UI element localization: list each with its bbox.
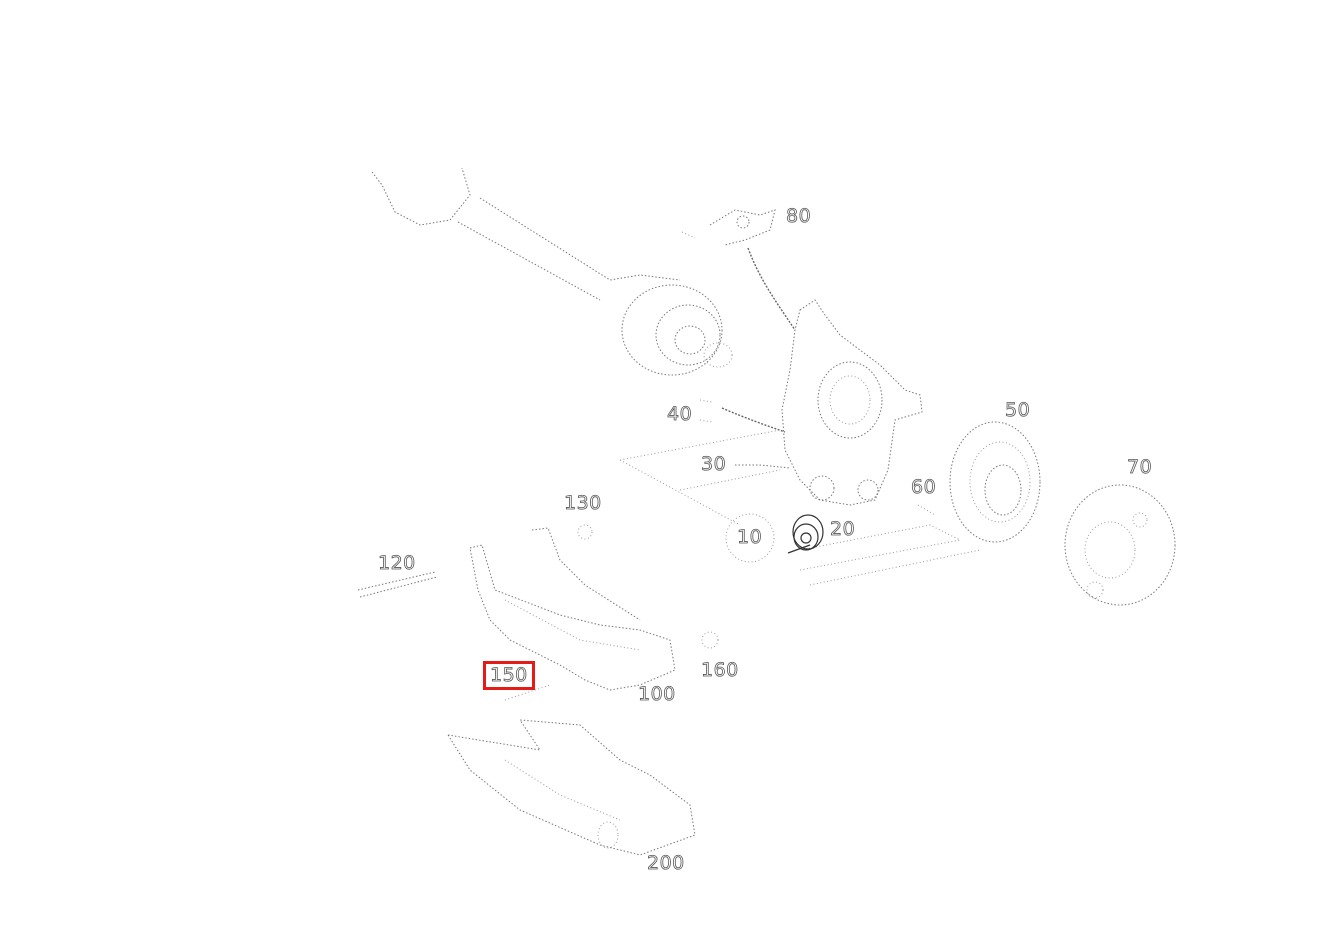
callout-100[interactable]: 100: [638, 683, 676, 705]
hub-50-drawing: [917, 421, 1041, 543]
disc-70-drawing: [1064, 484, 1176, 606]
callout-20[interactable]: 20: [830, 518, 856, 540]
bracket-80-drawing: [681, 209, 796, 469]
bushing-20-drawing: [787, 514, 824, 554]
callout-30[interactable]: 30: [701, 453, 727, 475]
callout-130[interactable]: 130: [564, 492, 602, 514]
callout-50[interactable]: 50: [1005, 399, 1031, 421]
knuckle-drawing: [781, 299, 923, 506]
callout-40[interactable]: 40: [667, 403, 693, 425]
callout-60[interactable]: 60: [911, 476, 937, 498]
callout-200[interactable]: 200: [647, 852, 685, 874]
callout-150-selected[interactable]: 150: [483, 661, 535, 690]
callout-160[interactable]: 160: [701, 659, 739, 681]
callout-70[interactable]: 70: [1127, 456, 1153, 478]
control-arm-100-drawing: [469, 524, 719, 691]
drive-shaft-drawing: [371, 167, 733, 376]
bolt-120-drawing: [357, 571, 438, 598]
subframe-200-drawing: [446, 719, 696, 856]
callout-10[interactable]: 10: [737, 526, 763, 548]
callout-80[interactable]: 80: [786, 205, 812, 227]
mount-plane-drawing: [619, 429, 981, 586]
callout-120[interactable]: 120: [378, 552, 416, 574]
